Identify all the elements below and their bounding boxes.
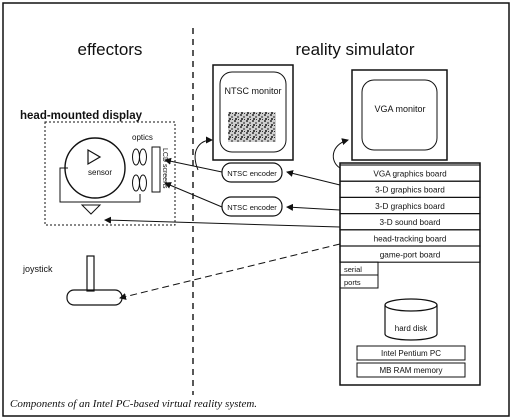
vga-monitor-screen xyxy=(361,79,438,151)
joystick-connection xyxy=(119,243,341,300)
ntsc-encoder-label: NTSC encoder xyxy=(227,203,277,212)
expansion-board-label: 3-D sound board xyxy=(380,218,441,227)
encoder-to-lcd-line xyxy=(164,157,223,173)
ntsc-monitor-screen xyxy=(219,71,287,153)
figure-caption: Components of an Intel PC-based virtual … xyxy=(10,398,258,410)
lcd-screen-icon xyxy=(151,146,161,193)
ntsc-encoder xyxy=(221,162,283,183)
joystick-label: joystick xyxy=(22,264,53,274)
expansion-board-label: head-tracking board xyxy=(374,234,447,243)
optics-label: optics xyxy=(132,133,153,142)
serial-label: serial xyxy=(344,265,362,274)
vga-monitor-label: VGA monitor xyxy=(374,104,425,114)
hard-disk-label: hard disk xyxy=(395,324,428,333)
expansion-board-label: 3-D graphics board xyxy=(375,202,445,211)
hmd-label: head-mounted display xyxy=(20,110,143,122)
lcd-label: LCD screens xyxy=(161,148,168,189)
ntsc-monitor xyxy=(212,64,294,161)
lens-icon xyxy=(139,174,147,192)
ntsc-monitor-label: NTSC monitor xyxy=(224,86,281,96)
pc-model-box xyxy=(356,345,466,361)
ntsc-screen-static xyxy=(228,112,276,142)
lens-icon xyxy=(132,148,140,166)
reality-simulator-heading: reality simulator xyxy=(295,40,414,59)
ntsc-encoder-label: NTSC encoder xyxy=(227,169,277,178)
joystick-base xyxy=(66,289,123,306)
expansion-board-label: VGA graphics board xyxy=(373,170,447,179)
to-ntsc-monitor-line xyxy=(194,136,213,171)
effectors-heading: effectors xyxy=(78,40,143,59)
board-to-encoder-line xyxy=(286,203,341,211)
ports-box xyxy=(339,274,379,289)
sensor-label: sensor xyxy=(88,168,112,177)
hard-disk-top xyxy=(384,298,438,312)
ram-box xyxy=(356,362,466,378)
expansion-board xyxy=(339,245,481,263)
ram-label: MB RAM memory xyxy=(379,366,442,375)
tracker-icon xyxy=(80,204,102,215)
lens-icon xyxy=(132,174,140,192)
expansion-board-label: 3-D graphics board xyxy=(375,186,445,195)
pc-model-label: Intel Pentium PC xyxy=(381,349,441,358)
lens-icon xyxy=(139,148,147,166)
hard-disk-icon xyxy=(384,305,438,341)
joystick-stick xyxy=(86,255,95,292)
sensor-icon xyxy=(87,148,102,166)
encoder-to-lcd-line xyxy=(164,182,223,208)
hmd-box xyxy=(44,121,176,226)
expansion-boards: VGA graphics board 3-D graphics board 3-D … xyxy=(339,164,481,263)
head-tracking-connection xyxy=(104,216,341,228)
to-vga-monitor-line xyxy=(332,138,349,169)
expansion-board-label: game-port board xyxy=(380,251,441,260)
board-to-encoder-line xyxy=(286,170,341,186)
hmd-cable xyxy=(59,167,141,203)
ports-label: ports xyxy=(344,278,361,287)
vga-monitor xyxy=(351,69,448,161)
